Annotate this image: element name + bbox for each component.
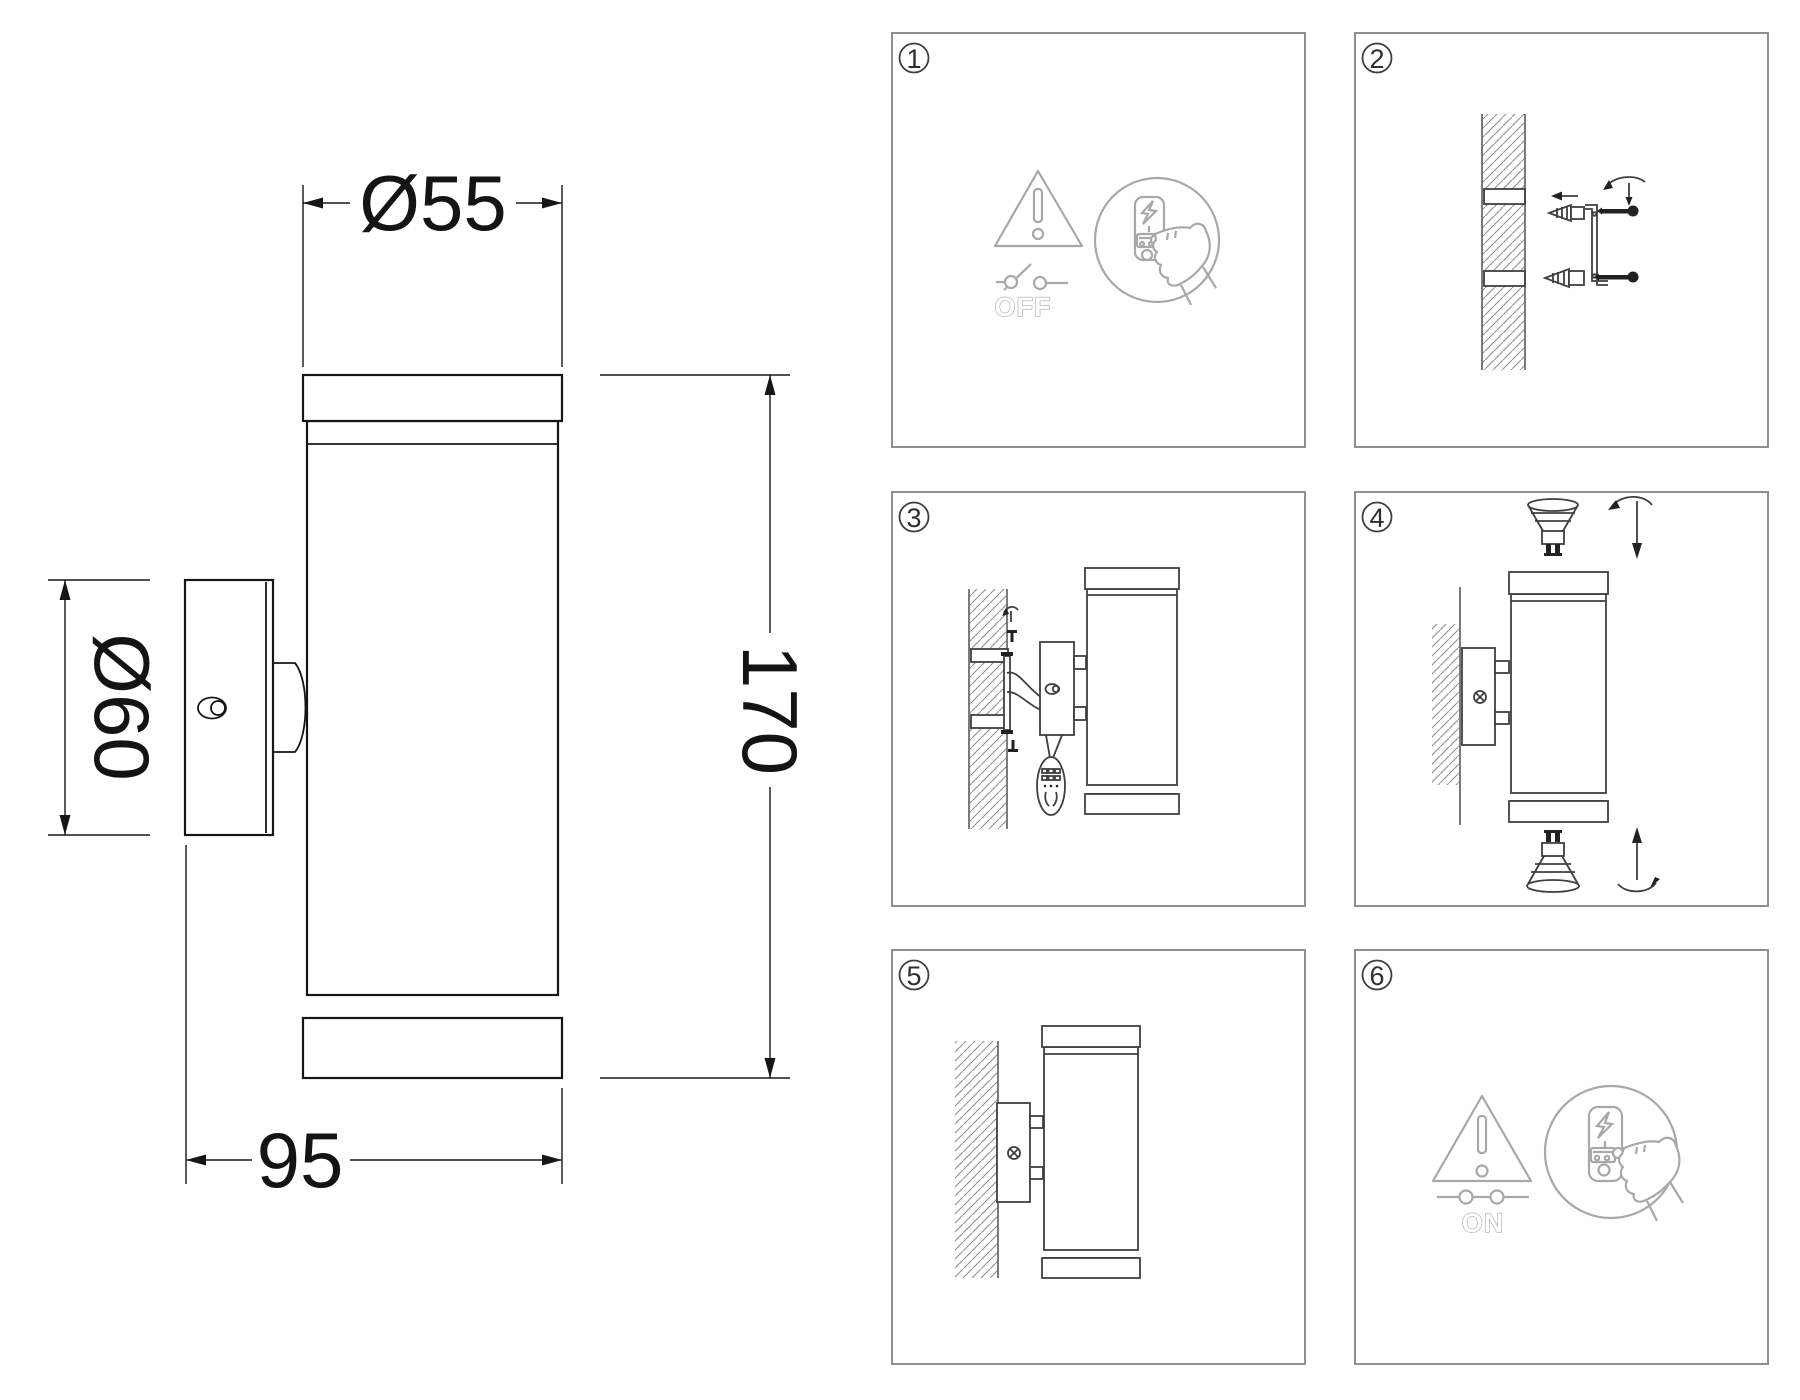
unscrew-rotation-icon <box>1617 827 1660 893</box>
screwdriver-rotation-icon <box>1603 176 1646 206</box>
wall-hatch <box>1432 587 1461 825</box>
junction-box <box>1039 641 1087 736</box>
mounting-tab <box>970 714 1009 729</box>
wall-plate-view <box>183 578 307 837</box>
step-number-circle <box>1361 42 1393 74</box>
step-panel-4: 4 <box>1354 491 1769 907</box>
plate-arm-bump <box>273 662 307 753</box>
magnifier-circle-icon <box>1093 176 1221 304</box>
dim-plate-diameter-60: Ø60 <box>48 579 166 836</box>
dim-diameter-55: Ø55 <box>302 159 563 367</box>
connector-stub <box>1073 706 1087 721</box>
dim-label-depth-95: 95 <box>257 1116 344 1204</box>
screw-icon <box>1597 205 1639 217</box>
gu10-bulb-icon-bottom <box>1526 830 1580 893</box>
mounting-bracket <box>1585 204 1608 286</box>
step-number-circle <box>1361 959 1393 991</box>
step-number: 3 <box>906 503 921 533</box>
lightning-bolt-icon <box>1139 200 1159 225</box>
wall-anchor-icon <box>1546 203 1585 223</box>
wall-hatch <box>1481 114 1526 370</box>
step-panel-5: 5 <box>891 949 1306 1365</box>
lamp-cylinder <box>1041 1025 1141 1279</box>
lamp-cylinder <box>1084 567 1180 815</box>
dim-depth-95: 95 <box>185 845 563 1204</box>
step-number-circle <box>898 959 930 991</box>
cylinder-bottom-cap <box>301 1016 564 1080</box>
step-panel-3: 3 <box>891 491 1306 907</box>
gu10-bulb-icon-top <box>1527 498 1579 556</box>
step-panel-1: 1 OFF <box>891 32 1306 448</box>
warning-triangle-icon <box>1431 1094 1533 1183</box>
warning-triangle-icon <box>993 169 1084 248</box>
screw-icon <box>1007 630 1017 642</box>
step-number-circle <box>1361 501 1393 533</box>
terminal-block-balloon <box>1036 734 1066 816</box>
step-number-circle <box>898 501 930 533</box>
open-switch-icon: OFF <box>994 263 1068 323</box>
wall-hatch <box>955 1041 999 1278</box>
step-number-circle <box>898 42 930 74</box>
phillips-screw-icon <box>1473 690 1487 704</box>
connector-stub <box>1494 660 1510 674</box>
step-number: 4 <box>1369 503 1384 533</box>
cylinder-body <box>305 419 560 997</box>
wires <box>1006 671 1042 711</box>
mounting-plate <box>1461 647 1510 746</box>
hand-pressing-switch-icon <box>1543 1084 1684 1222</box>
wall-anchor-icon <box>1542 267 1585 289</box>
screwdriver-rotation-icon <box>1002 606 1019 622</box>
phillips-screw-icon <box>1007 1146 1021 1160</box>
cylinder-top-cap <box>301 373 564 423</box>
dim-label-height-170: 170 <box>726 645 814 775</box>
screw-in-rotation-icon <box>1608 495 1653 559</box>
plate-switch-slot <box>197 696 227 720</box>
plate-switch-knob <box>210 700 226 716</box>
connector-stub <box>1494 711 1510 725</box>
on-label: ON <box>1462 1208 1505 1238</box>
off-label: OFF <box>995 292 1052 322</box>
dim-label-diameter-55: Ø55 <box>359 159 506 247</box>
step-number: 5 <box>906 961 921 991</box>
step-number: 2 <box>1369 44 1384 74</box>
connector-stub <box>1029 1115 1044 1129</box>
screw-icon <box>1008 740 1018 752</box>
step-panel-6: 6 ON <box>1354 949 1769 1365</box>
wall-hatch <box>968 589 1009 829</box>
step-number: 6 <box>1369 961 1384 991</box>
connector-stub <box>1073 655 1087 670</box>
lamp-cylinder <box>1508 571 1609 823</box>
step-panel-2: 2 <box>1354 32 1769 448</box>
screw-icon <box>1594 271 1639 283</box>
mounting-plate <box>996 1102 1044 1203</box>
wall-plate <box>183 578 275 837</box>
drill-hole <box>1483 188 1526 205</box>
pointing-hand-icon <box>1618 1136 1681 1203</box>
lamp-cylinder-view <box>301 373 564 1080</box>
lightning-bolt-icon <box>1594 1111 1615 1139</box>
step-number: 1 <box>906 44 921 74</box>
closed-switch-icon: ON <box>1437 1189 1529 1239</box>
connector-stub <box>1029 1166 1044 1180</box>
arrow-left-icon <box>1551 191 1578 201</box>
dimension-drawing: Ø55 170 Ø60 95 <box>48 159 814 1204</box>
dim-label-plate-diameter-60: Ø60 <box>78 633 166 780</box>
drill-hole <box>1483 270 1526 287</box>
hand-pressing-switch-icon <box>1093 176 1221 306</box>
dim-height-170: 170 <box>600 374 814 1079</box>
